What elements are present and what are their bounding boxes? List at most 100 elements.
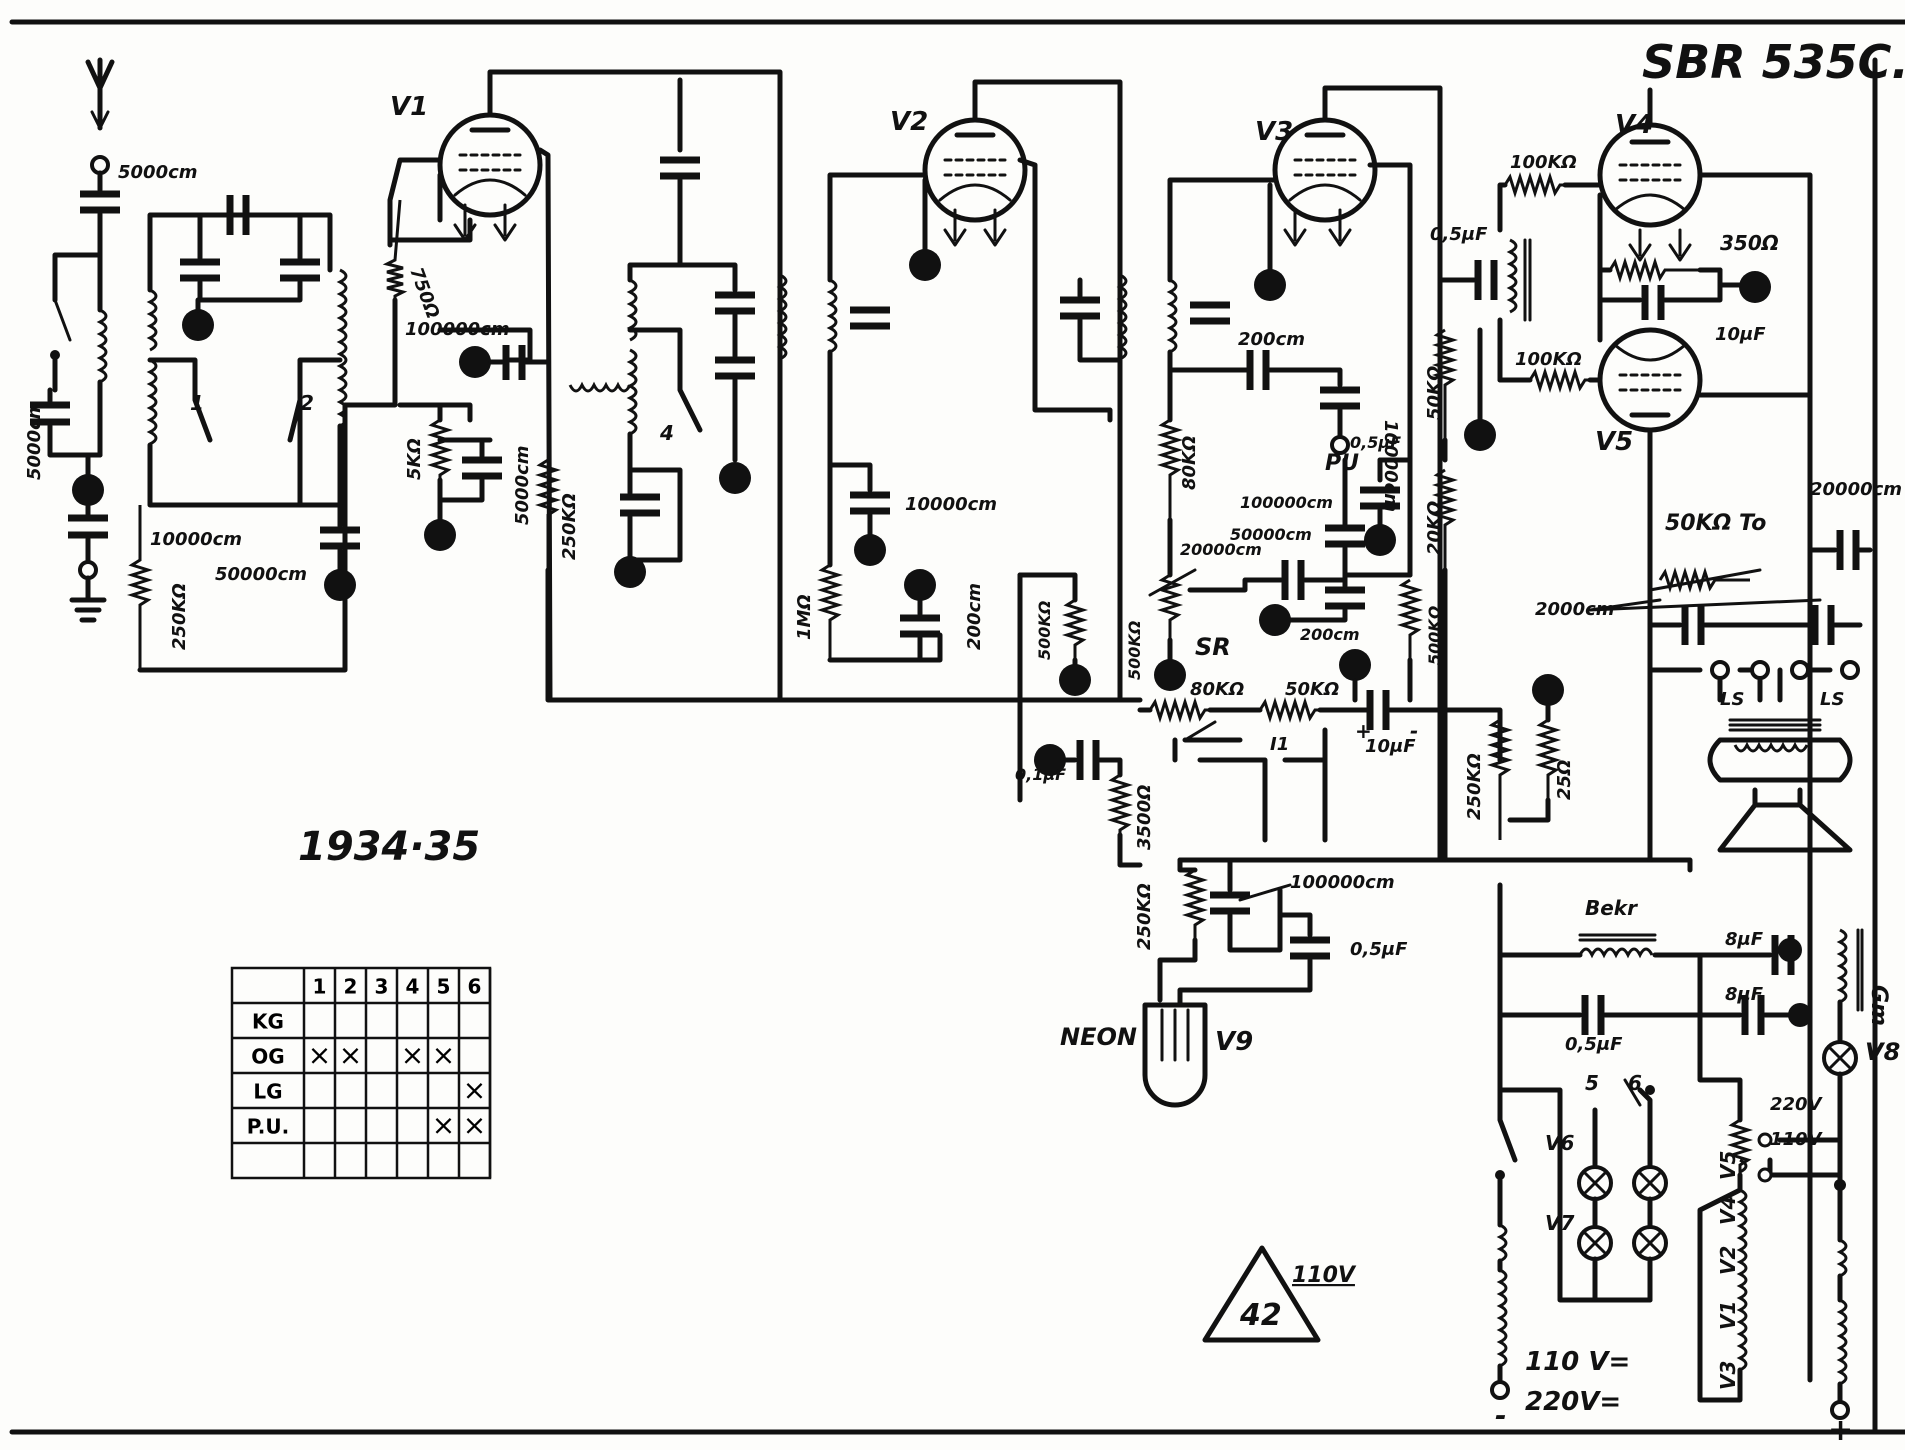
label-sw6: 6: [1628, 1071, 1642, 1095]
switch-table-row-label: P.U.: [247, 1115, 289, 1139]
antenna-section: [30, 57, 120, 623]
year-label: 1934·35: [298, 824, 480, 870]
label-plus-terminal: +: [1828, 1413, 1853, 1448]
label-heater-v4: V4: [1716, 1196, 1740, 1225]
label-c-10uf-v4: 10μF: [1715, 324, 1766, 345]
switch-table-cell-mark: ×: [432, 1039, 455, 1072]
label-c-10000-v2: 10000cm: [905, 494, 997, 515]
neon-section: [1034, 740, 1693, 1108]
switch-table-cell-mark: ×: [463, 1074, 486, 1107]
switch-table-row-label: OG: [251, 1045, 284, 1069]
label-v4: V4: [1615, 110, 1653, 140]
label-r-50k-v3: 50KΩ: [1424, 366, 1445, 420]
switch-table-cell-mark: ×: [308, 1039, 331, 1072]
switch-table-column-header: 1: [313, 975, 327, 999]
label-c-5000: 5000cm: [512, 445, 533, 525]
tube-v5: [1431, 238, 1813, 863]
tube-v4: [1497, 87, 1813, 1383]
label-c-05uf-v4: 0,5μF: [1430, 224, 1488, 245]
label-v1: V1: [390, 92, 428, 122]
label-sr: SR: [1195, 633, 1231, 661]
label-c-05-pu: 0,5μF: [1350, 433, 1401, 452]
label-v9: V9: [1215, 1027, 1253, 1057]
tube-v1: [137, 69, 1143, 703]
label-heater-v2: V2: [1716, 1246, 1740, 1275]
label-r-250k-mid: 250KΩ: [559, 493, 580, 560]
label-c-ant2: 5000cm: [24, 400, 45, 480]
label-c-20000: 20000cm: [1180, 540, 1262, 559]
badge-42: [1202, 1245, 1321, 1343]
label-c-50000-b: 50000cm: [1230, 525, 1312, 544]
label-r-80k-b: 80KΩ: [1190, 679, 1244, 700]
label-c-200: 200cm: [964, 583, 985, 650]
label-c-100000-b: 100000cm: [1240, 493, 1333, 512]
switch-table-row-label: KG: [252, 1010, 284, 1034]
label-c-10000-v3: 10000cm: [1380, 420, 1401, 512]
badge-number: 42: [1239, 1298, 1282, 1333]
badge-voltage: 110V: [1292, 1263, 1357, 1288]
label-ls1: LS: [1720, 689, 1744, 710]
tube-v2: [816, 79, 1128, 703]
power-supply: [1490, 882, 1864, 1420]
label-sw1: 1: [190, 391, 204, 415]
label-r-20k: 20KΩ: [1424, 501, 1445, 555]
label-r-50k-to: 50KΩ To: [1665, 511, 1766, 536]
label-v7: V7: [1545, 1211, 1574, 1235]
label-c-05uf-neon: 0,5μF: [1350, 939, 1408, 960]
label-minus-terminal: -: [1495, 1399, 1507, 1432]
label-neon: NEON: [1060, 1023, 1137, 1051]
label-c-8uf-b: 8μF: [1725, 984, 1764, 1005]
switch-table-column-header: 3: [375, 975, 389, 999]
switch-table-column-header: 2: [344, 975, 358, 999]
label-v-220: 220V: [1770, 1094, 1824, 1115]
switch-table-cell-mark: ×: [463, 1109, 486, 1142]
label-v8: V8: [1865, 1038, 1900, 1066]
label-c-50000: 50000cm: [215, 564, 307, 585]
label-v6: V6: [1545, 1131, 1574, 1155]
label-sw4: 4: [659, 421, 674, 445]
label-r-350: 350Ω: [1720, 231, 1779, 255]
label-sw5: 5: [1585, 1071, 1599, 1095]
input-tuned-circuit: [126, 195, 360, 670]
switch-table-cell-mark: ×: [339, 1039, 362, 1072]
label-sw2: 2: [300, 391, 314, 415]
label-minus: -: [1410, 719, 1418, 743]
switch-table-cell-mark: ×: [401, 1039, 424, 1072]
label-r-250k-out: 250KΩ: [1464, 753, 1485, 820]
label-c-100000-neon: 100000cm: [1290, 872, 1395, 893]
label-c-100000-v1: 100000cm: [405, 319, 510, 340]
label-c-05uf-ps: 0,5μF: [1565, 1034, 1623, 1055]
label-r-250k-neon: 250KΩ: [1134, 883, 1155, 950]
antenna-icon: [85, 57, 115, 131]
label-c-200-v3: 200cm: [1238, 329, 1305, 350]
switch-table-column-header: 4: [406, 975, 420, 999]
label-heater-v5: V5: [1716, 1151, 1740, 1180]
label-r-100k-a: 100KΩ: [1510, 152, 1577, 173]
label-c-ant: 5000cm: [118, 162, 198, 183]
label-gm: Gm: [1866, 985, 1891, 1026]
diagram-title: SBR 535C.: [1642, 35, 1905, 89]
output-resistors: [1486, 674, 1564, 840]
label-r-500k-a: 500KΩ: [1035, 601, 1054, 660]
speaker-section: [1588, 530, 1873, 863]
label-c-20000-ls: 20000cm: [1810, 479, 1902, 500]
label-c-10uf: 10μF: [1365, 736, 1416, 757]
label-v5: V5: [1595, 427, 1633, 457]
label-v-110: 110V: [1770, 1129, 1824, 1150]
label-r-25: 25Ω: [1554, 760, 1575, 800]
label-r-50k: 50KΩ: [1285, 679, 1339, 700]
label-c-01uf: 0,1μF: [1015, 765, 1066, 784]
label-v3: V3: [1255, 117, 1293, 147]
label-plus: +: [1355, 719, 1372, 743]
label-r-750: 750Ω: [405, 265, 443, 322]
label-c-8uf-a: 8μF: [1725, 929, 1764, 950]
label-pu: PU: [1325, 451, 1359, 476]
label-r-250k-left: 250KΩ: [169, 583, 190, 650]
label-heater-v3: V3: [1716, 1361, 1740, 1390]
label-r-500k-b: 500KΩ: [1125, 621, 1144, 680]
label-i1: I1: [1270, 734, 1289, 755]
label-r-100k-b: 100KΩ: [1515, 349, 1582, 370]
tube-v3: [1017, 85, 1443, 863]
switch-table-column-header: 6: [468, 975, 482, 999]
